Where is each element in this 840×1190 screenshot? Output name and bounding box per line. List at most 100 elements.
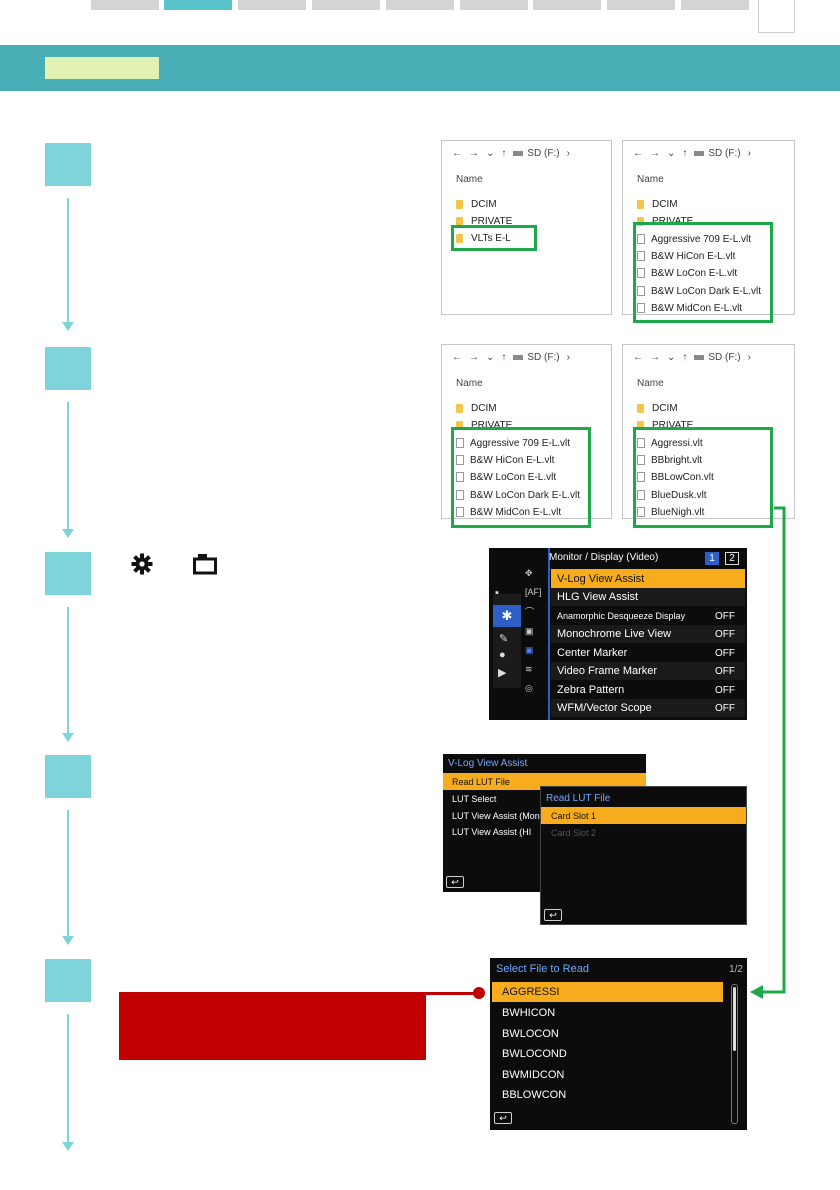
chapter-tab-active[interactable] xyxy=(164,0,232,10)
breadcrumb[interactable]: SD (F:) xyxy=(708,352,741,363)
back-arrow-icon[interactable]: ← xyxy=(633,148,643,159)
file-item[interactable]: BBLOWCON xyxy=(502,1089,567,1101)
menu-item-lut-view-monitor[interactable]: LUT View Assist (Mon xyxy=(452,811,540,821)
forward-arrow-icon[interactable]: → xyxy=(650,148,660,159)
forward-arrow-icon[interactable]: → xyxy=(650,352,660,363)
menu-item-hlg-view-assist[interactable]: HLG View Assist xyxy=(551,588,745,606)
list-item[interactable]: B&W HiCon E-L.vlt xyxy=(456,452,554,468)
column-header-name[interactable]: Name xyxy=(637,378,664,389)
page-tab-2[interactable]: 2 xyxy=(725,552,739,565)
list-item[interactable]: PRIVATE xyxy=(637,417,693,433)
chapter-tab[interactable] xyxy=(681,0,749,10)
file-item[interactable]: BWLOCON xyxy=(502,1028,559,1040)
up-arrow-icon[interactable]: ↑ xyxy=(682,352,688,363)
list-item[interactable]: B&W LoCon Dark E-L.vlt xyxy=(456,487,580,503)
list-item[interactable]: B&W MidCon E-L.vlt xyxy=(456,504,561,518)
dropdown-icon[interactable]: ⌄ xyxy=(667,352,676,363)
dial-icon[interactable]: ◎ xyxy=(525,683,533,693)
dropdown-icon[interactable]: ⌄ xyxy=(486,352,495,363)
wireless-icon[interactable]: ≋ xyxy=(525,664,533,674)
back-icon[interactable]: ↩ xyxy=(544,909,562,921)
video-display-icon[interactable]: ▣ xyxy=(525,645,534,655)
up-arrow-icon[interactable]: ↑ xyxy=(501,148,507,159)
list-item[interactable]: Aggressive 709 E-L.vlt xyxy=(456,435,570,451)
file-item[interactable]: BWLOCOND xyxy=(502,1048,567,1060)
list-item[interactable]: PRIVATE xyxy=(637,213,693,229)
focus-icon[interactable]: ✥ xyxy=(525,568,533,578)
up-arrow-icon[interactable]: ↑ xyxy=(501,352,507,363)
back-icon[interactable]: ↩ xyxy=(494,1112,512,1124)
chapter-tab[interactable] xyxy=(386,0,454,10)
list-item[interactable]: DCIM xyxy=(637,196,678,212)
menu-item-vlog-view-assist[interactable]: V-Log View Assist xyxy=(551,569,745,588)
list-item[interactable]: B&W MidCon E-L.vlt xyxy=(637,300,742,314)
list-item[interactable]: BlueDusk.vlt xyxy=(637,487,707,503)
video-camera-icon[interactable]: ▪ xyxy=(495,587,499,599)
chapter-tab[interactable] xyxy=(312,0,380,10)
scrollbar[interactable] xyxy=(731,984,738,1124)
list-item[interactable]: DCIM xyxy=(637,400,678,416)
up-arrow-icon[interactable]: ↑ xyxy=(682,148,688,159)
dropdown-icon[interactable]: ⌄ xyxy=(486,148,495,159)
column-header-name[interactable]: Name xyxy=(637,174,664,185)
breadcrumb[interactable]: SD (F:) xyxy=(708,148,741,159)
list-item[interactable]: PRIVATE xyxy=(456,213,512,229)
chapter-tab[interactable] xyxy=(607,0,675,10)
list-item[interactable]: Aggressi.vlt xyxy=(637,435,703,451)
person-icon[interactable]: ● xyxy=(499,649,506,661)
af-icon[interactable]: [AF] xyxy=(525,587,542,597)
chapter-tab[interactable] xyxy=(91,0,159,10)
list-item[interactable]: B&W LoCon Dark E-L.vlt xyxy=(637,283,761,299)
list-item[interactable]: BBLowCon.vlt xyxy=(637,469,714,485)
list-item[interactable]: BlueNigh.vlt xyxy=(637,504,704,518)
back-arrow-icon[interactable]: ← xyxy=(452,148,462,159)
file-icon xyxy=(637,490,645,500)
monitor-icon[interactable]: ▣ xyxy=(525,626,534,636)
file-item-aggressi[interactable]: AGGRESSI xyxy=(492,982,723,1002)
meter-icon[interactable]: ⌒ xyxy=(525,607,535,617)
gear-icon[interactable]: ✱ xyxy=(493,605,521,627)
forward-arrow-icon[interactable]: → xyxy=(469,148,479,159)
page-tab-1[interactable]: 1 xyxy=(705,552,719,565)
back-arrow-icon[interactable]: ← xyxy=(452,352,462,363)
explorer-window-renamed: ←→⌄↑SD (F:)› Name DCIM PRIVATE Aggressi.… xyxy=(622,344,795,519)
scrollbar-thumb[interactable] xyxy=(733,987,736,1051)
wrench-icon[interactable]: ✎ xyxy=(499,633,509,645)
menu-item-lut-select[interactable]: LUT Select xyxy=(452,794,497,804)
back-icon[interactable]: ↩ xyxy=(446,876,464,888)
file-item[interactable]: BWMIDCON xyxy=(502,1069,565,1081)
list-item[interactable]: DCIM xyxy=(456,400,497,416)
breadcrumb[interactable]: SD (F:) xyxy=(527,352,560,363)
menu-item-lut-view-hdmi[interactable]: LUT View Assist (HI xyxy=(452,827,532,837)
breadcrumb[interactable]: SD (F:) xyxy=(527,148,560,159)
back-arrow-icon[interactable]: ← xyxy=(633,352,643,363)
flow-line xyxy=(67,198,69,322)
list-item[interactable]: PRIVATE xyxy=(456,417,512,433)
list-item[interactable]: B&W LoCon E-L.vlt xyxy=(456,469,556,485)
column-header-name[interactable]: Name xyxy=(456,174,483,185)
list-item[interactable]: Aggressive 709 E-L.vlt xyxy=(637,231,751,247)
file-item[interactable]: BWHICON xyxy=(502,1007,556,1019)
menu-item-card-slot-2[interactable]: Card Slot 2 xyxy=(551,828,597,838)
chapter-tab[interactable] xyxy=(460,0,528,10)
list-item[interactable]: B&W LoCon E-L.vlt xyxy=(637,265,737,281)
playback-icon[interactable]: ▶ xyxy=(498,667,507,679)
menu-item-card-slot-1[interactable]: Card Slot 1 xyxy=(541,807,746,824)
menu-item-read-lut[interactable]: Read LUT File xyxy=(443,773,646,790)
list-item[interactable]: BBbright.vlt xyxy=(637,452,702,468)
forward-arrow-icon[interactable]: → xyxy=(469,352,479,363)
menu-title: Read LUT File xyxy=(546,793,611,804)
chapter-tab[interactable] xyxy=(533,0,601,10)
list-item[interactable]: DCIM xyxy=(456,196,497,212)
dropdown-icon[interactable]: ⌄ xyxy=(667,148,676,159)
list-item[interactable]: B&W HiCon E-L.vlt xyxy=(637,248,735,264)
column-header-name[interactable]: Name xyxy=(456,378,483,389)
chapter-tab[interactable] xyxy=(238,0,306,10)
list-item[interactable]: VLTs E-L xyxy=(456,230,511,246)
